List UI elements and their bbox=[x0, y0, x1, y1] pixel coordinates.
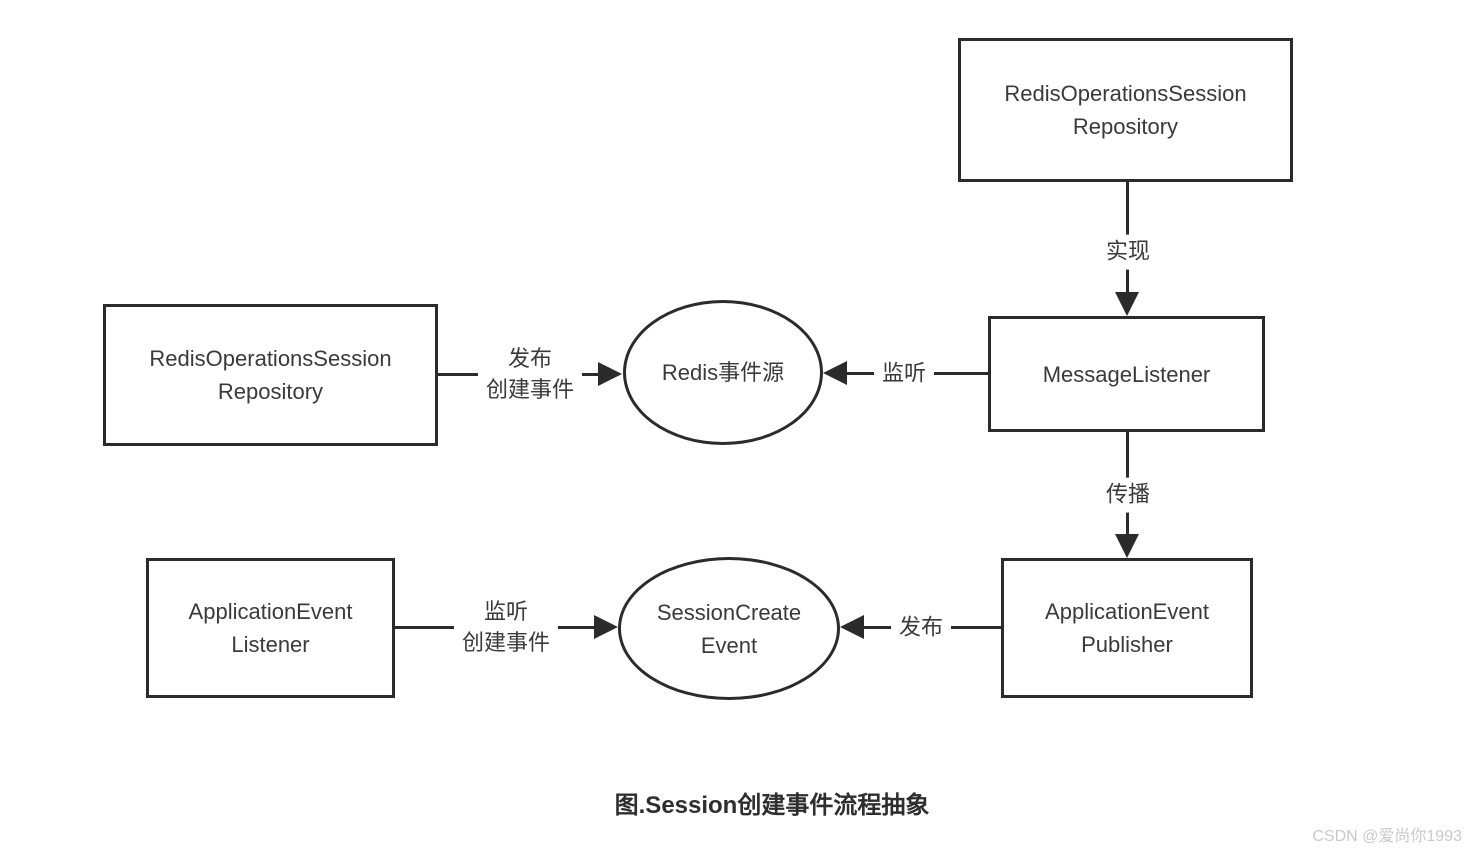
edge-publish-create-event-label: 发布 创建事件 bbox=[477, 342, 583, 408]
edge-listen-label: 监听 bbox=[873, 356, 935, 392]
edge-publish-create-event-arrowhead-icon bbox=[598, 362, 622, 386]
edge-propagate-label: 传播 bbox=[1097, 477, 1159, 513]
node-redis-operations-session-repository-top: RedisOperationsSession Repository bbox=[958, 38, 1293, 182]
diagram-caption: 图.Session创建事件流程抽象 bbox=[614, 792, 930, 819]
edge-implement-label: 实现 bbox=[1097, 234, 1159, 270]
node-label-message-listener: MessageListener bbox=[1042, 361, 1211, 387]
node-redis-operations-session-repository-left: RedisOperationsSession Repository bbox=[103, 304, 438, 446]
node-application-event-listener: ApplicationEvent Listener bbox=[146, 558, 395, 698]
csdn-watermark: CSDN @爱尚你1993 bbox=[1312, 828, 1462, 845]
edge-listen-create-event-label: 监听 创建事件 bbox=[453, 595, 559, 661]
edge-implement-arrowhead-icon bbox=[1115, 292, 1139, 316]
node-session-create-event: SessionCreate Event bbox=[618, 557, 840, 700]
edge-publish-arrowhead-icon bbox=[840, 615, 864, 639]
node-label-redis-event-source: Redis事件源 bbox=[661, 360, 785, 385]
edge-listen-create-event-arrowhead-icon bbox=[594, 615, 618, 639]
node-label-redis-operations-session-repository-left: RedisOperationsSession Repository bbox=[149, 346, 392, 404]
node-message-listener: MessageListener bbox=[988, 316, 1265, 432]
node-redis-event-source: Redis事件源 bbox=[623, 300, 823, 445]
node-label-redis-operations-session-repository-top: RedisOperationsSession Repository bbox=[1004, 81, 1247, 139]
edge-publish-label: 发布 bbox=[890, 610, 952, 646]
node-label-application-event-publisher: ApplicationEvent Publisher bbox=[1045, 599, 1209, 657]
edge-propagate-arrowhead-icon bbox=[1115, 534, 1139, 558]
node-application-event-publisher: ApplicationEvent Publisher bbox=[1001, 558, 1253, 698]
edge-listen-arrowhead-icon bbox=[823, 361, 847, 385]
node-label-session-create-event: SessionCreate Event bbox=[656, 599, 802, 658]
node-label-application-event-listener: ApplicationEvent Listener bbox=[188, 599, 353, 657]
